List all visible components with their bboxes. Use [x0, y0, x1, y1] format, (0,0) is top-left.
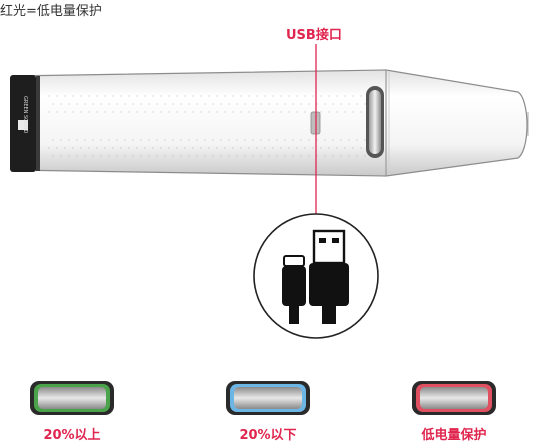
- device-indicator-window: [366, 86, 384, 158]
- indicator-label-low-battery: 低电量保护: [421, 428, 487, 443]
- device-body: [11, 69, 529, 177]
- usb-port-label: USB接口: [286, 28, 342, 43]
- device-end-cap: GREEN SOUND: [10, 75, 40, 172]
- indicator-label-below-20: 20%以下: [239, 428, 297, 443]
- indicator-state-red: [412, 381, 496, 415]
- indicator-state-green: [30, 381, 114, 415]
- indicator-label-above-20: 20%以上: [43, 428, 101, 443]
- usb-a-plug-icon: [309, 229, 349, 324]
- micro-usb-plug-icon: [282, 255, 306, 324]
- indicator-state-blue: [226, 381, 310, 415]
- top-caption: 红光=低电量保护: [0, 4, 102, 19]
- brand-mark: GREEN SOUND: [22, 96, 28, 134]
